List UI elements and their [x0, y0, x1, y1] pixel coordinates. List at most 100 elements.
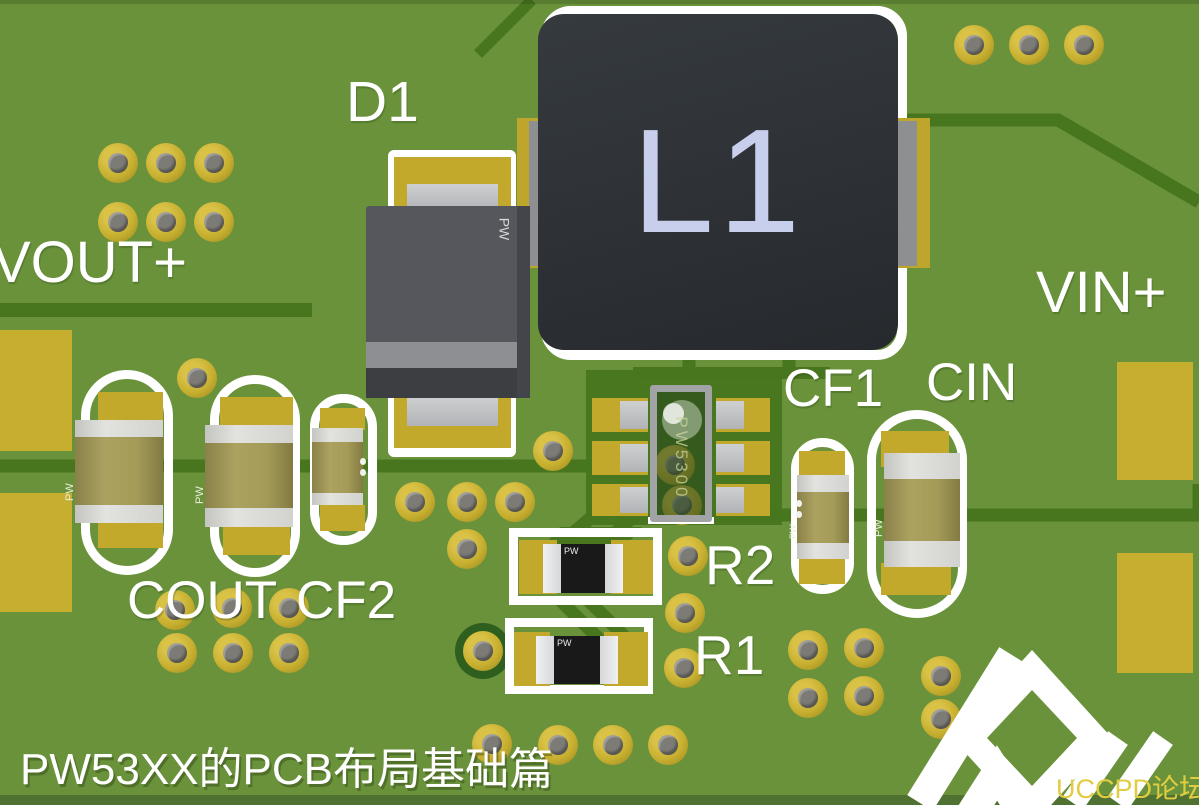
cf2-pad-top: [320, 408, 365, 430]
ic-pin1-marker: [662, 400, 702, 440]
silkscreen-label-r1: R1: [694, 624, 765, 686]
via: [212, 588, 252, 628]
via: [157, 633, 197, 673]
via: [98, 143, 138, 183]
diode-marking: PW: [496, 217, 513, 241]
via: [1009, 25, 1049, 65]
cout2-terminal-top: [205, 425, 293, 443]
r1-terminal-right: [600, 636, 618, 684]
via: [194, 202, 234, 242]
capacitor-cout1: PW: [64, 420, 163, 523]
via: [495, 482, 535, 522]
r1-marking: PW: [557, 638, 572, 648]
cf1-pad-bottom: [799, 554, 845, 584]
resistor-r2: PW: [543, 544, 623, 593]
cout2-terminal-bottom: [205, 508, 293, 527]
diode-lower-face: [366, 368, 517, 398]
via: [664, 648, 704, 688]
via: [463, 631, 503, 671]
cout1-marking: PW: [64, 483, 76, 501]
ic-marking: PW5300: [672, 416, 691, 501]
r2-marking: PW: [564, 546, 579, 556]
cf1-pad-top: [799, 451, 845, 479]
via: [269, 633, 309, 673]
silkscreen-label-cf2: CF2: [296, 571, 397, 630]
capacitor-cout2: PW: [194, 425, 293, 527]
cout1-terminal-bottom: [75, 505, 163, 523]
r1-body: PW: [554, 636, 600, 684]
via: [954, 25, 994, 65]
inductor-l1: L1: [538, 14, 898, 350]
ic-lead-l2: [620, 444, 648, 472]
ic-lead-l1: [620, 401, 648, 429]
via: [472, 724, 512, 764]
pw-logo: [907, 647, 1173, 805]
silkscreen-label-r2: R2: [705, 534, 776, 596]
watermark: UCCPD论坛: [1056, 774, 1199, 804]
cin-pad-bottom: [881, 563, 951, 595]
via: [533, 431, 573, 471]
cout1-body: PW: [64, 437, 163, 505]
silkscreen-label-cout: COUT: [127, 571, 278, 630]
via: [1064, 25, 1104, 65]
cf1-body: PW: [788, 492, 849, 543]
r2-terminal-right: [605, 544, 623, 593]
silkscreen-label-vout: VOUT+: [0, 230, 187, 295]
via: [668, 536, 708, 576]
via: [844, 628, 884, 668]
via: [395, 482, 435, 522]
via: [844, 676, 884, 716]
cin-silkscreen: [867, 410, 967, 618]
cf2-terminal-bottom: [312, 493, 363, 505]
board-edge-bottom: [0, 795, 1199, 805]
via: [146, 143, 186, 183]
solder-dot: [360, 469, 366, 476]
diode-d1: PW: [366, 206, 530, 398]
ic-lead-l3: [620, 487, 648, 513]
ic-pw5300: PW5300: [650, 385, 712, 522]
cf1-terminal-top: [797, 475, 849, 492]
diode-lead-bottom: [407, 396, 498, 426]
cf1-terminal-bottom: [797, 543, 849, 559]
cout1-pad-bottom: [98, 523, 163, 548]
via: [447, 529, 487, 569]
cout2-marking: PW: [194, 486, 206, 504]
via: [269, 588, 309, 628]
edge-pad-vin-1: [1117, 362, 1193, 480]
edge-pad-vout-1: [0, 330, 72, 451]
via: [593, 725, 633, 765]
solder-dot: [360, 458, 366, 465]
cf1-silkscreen: [791, 438, 854, 594]
cin-body: PW: [873, 479, 960, 541]
via: [538, 725, 578, 765]
cf1-marking: PW: [788, 524, 798, 540]
silkscreen-label-cin: CIN: [926, 353, 1018, 412]
ic-lead-r2: [716, 444, 744, 472]
r2-silkscreen: [509, 528, 662, 605]
ic-lead-r1: [716, 401, 744, 429]
board-edge-top: [0, 0, 1199, 4]
cin-marking: PW: [873, 519, 885, 537]
cout2-pad-bottom: [223, 527, 290, 555]
solder-dot: [796, 500, 802, 507]
via: [98, 202, 138, 242]
cf2-terminal-top: [312, 428, 363, 442]
diode-lead-top: [407, 184, 498, 210]
inductor-label: L1: [631, 99, 805, 264]
r1-silkscreen: [505, 618, 653, 694]
solder-dot: [796, 511, 802, 518]
via: [788, 630, 828, 670]
cout1-terminal-top: [75, 420, 163, 437]
via: [213, 633, 253, 673]
cout2-pad-top: [220, 397, 293, 427]
cout2-body: PW: [194, 443, 293, 508]
cin-terminal-top: [884, 453, 960, 479]
edge-pad-vout-2: [0, 493, 72, 612]
cin-terminal-bottom: [884, 541, 960, 567]
silkscreen-label-d1: D1: [346, 70, 419, 134]
capacitor-cin: PW: [873, 453, 960, 567]
diode-cathode-stripe: [366, 342, 517, 368]
silkscreen-label-vin: VIN+: [1036, 260, 1167, 325]
r1-terminal-left: [536, 636, 554, 684]
via: [155, 590, 195, 630]
